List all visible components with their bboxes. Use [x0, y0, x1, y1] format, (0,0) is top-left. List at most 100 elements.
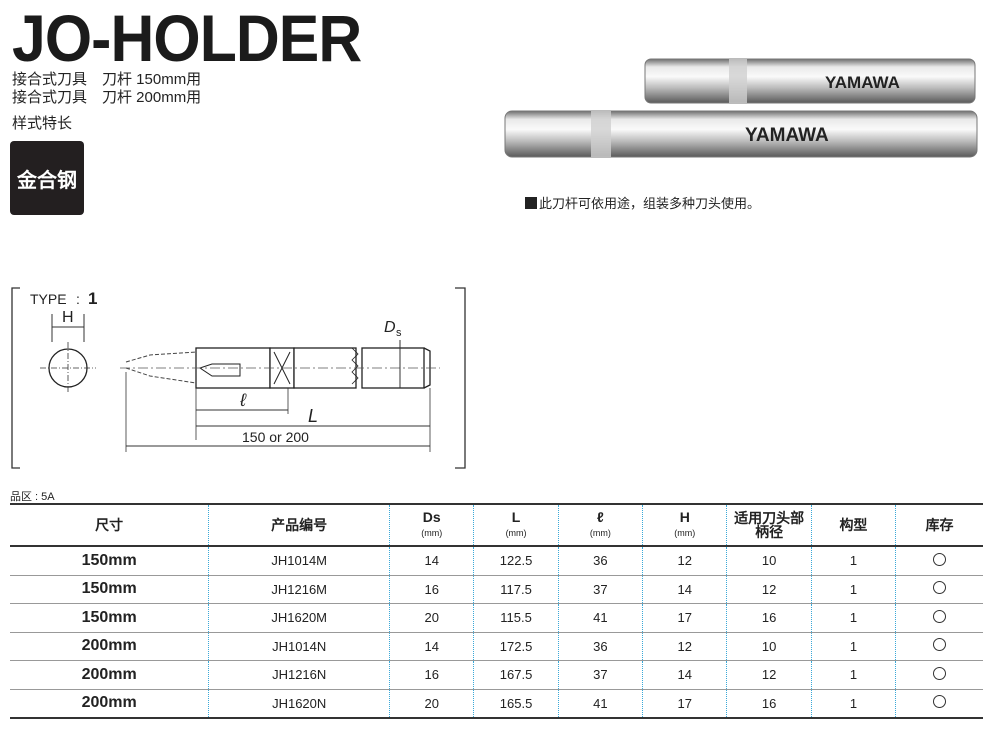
total-length-label: 150 or 200: [242, 429, 309, 445]
cell-shank: 16: [726, 603, 812, 633]
cell-type: 1: [811, 546, 897, 576]
cell-L: 165.5: [473, 689, 559, 719]
cell-L: 167.5: [473, 660, 559, 690]
subtitle-line-3: 样式特长: [12, 115, 73, 132]
cell-l: 41: [558, 603, 644, 633]
cell-L: 172.5: [473, 632, 559, 661]
ds-subscript: s: [396, 327, 402, 339]
cell-type: 1: [811, 603, 897, 633]
cell-code: JH1216N: [208, 660, 391, 690]
product-photo: YAMAWA YAMAWA: [504, 58, 978, 158]
header-stock: 库存: [895, 503, 983, 547]
ds-label: D: [384, 319, 396, 336]
cell-type: 1: [811, 689, 897, 719]
stock-circle-icon: [933, 552, 947, 566]
cell-stock: [895, 546, 983, 576]
stock-circle-icon: [933, 666, 947, 680]
header-shank: 适用刀头部柄径: [726, 503, 812, 547]
cell-stock: [895, 689, 983, 719]
square-bullet-icon: [525, 197, 537, 209]
feature-note: 此刀杆可依用途，组装多种刀头使用。: [525, 193, 760, 212]
holder-rod-200: YAMAWA: [504, 110, 978, 158]
page-title: JO-HOLDER: [12, 1, 362, 75]
cell-type: 1: [811, 575, 897, 604]
cell-H: 12: [642, 546, 728, 576]
cell-shank: 16: [726, 689, 812, 719]
cell-code: JH1014M: [208, 546, 391, 576]
header-code: 产品编号: [208, 503, 391, 547]
cell-stock: [895, 603, 983, 633]
cell-ds: 14: [389, 632, 475, 661]
region-label: 品区 : 5A: [10, 491, 55, 503]
cell-size: 150mm: [10, 603, 210, 633]
stock-circle-icon: [933, 695, 947, 709]
cell-ds: 20: [389, 603, 475, 633]
cell-H: 12: [642, 632, 728, 661]
cell-l: 37: [558, 660, 644, 690]
h-label: H: [62, 309, 74, 326]
holder-outline: [120, 347, 440, 389]
cell-size: 200mm: [10, 689, 210, 719]
header-ds: Ds(mm): [389, 503, 475, 547]
subtitle-line-2: 接合式刀具 刀杆 200mm用: [12, 89, 202, 106]
cell-size: 200mm: [10, 632, 210, 661]
cell-shank: 10: [726, 546, 812, 576]
type-label: TYPE: [30, 291, 67, 307]
cell-type: 1: [811, 632, 897, 661]
cell-l: 41: [558, 689, 644, 719]
cell-ds: 16: [389, 575, 475, 604]
spec-table: 尺寸 产品编号 Ds(mm) L(mm) ℓ(mm) H(mm) 适用刀头部柄径…: [10, 503, 983, 719]
cell-ds: 16: [389, 660, 475, 690]
cell-stock: [895, 660, 983, 690]
brand-text-1: YAMAWA: [825, 73, 900, 92]
header-H: H(mm): [642, 503, 728, 547]
cell-stock: [895, 575, 983, 604]
cell-code: JH1014N: [208, 632, 391, 661]
header-type: 构型: [811, 503, 897, 547]
cell-code: JH1216M: [208, 575, 391, 604]
header-l: ℓ(mm): [558, 503, 644, 547]
cell-code: JH1620M: [208, 603, 391, 633]
cell-L: 115.5: [473, 603, 559, 633]
stock-circle-icon: [933, 581, 947, 595]
cell-size: 200mm: [10, 660, 210, 690]
cell-l: 37: [558, 575, 644, 604]
svg-text::: :: [76, 291, 80, 307]
stock-circle-icon: [933, 638, 947, 652]
cell-shank: 12: [726, 660, 812, 690]
cell-l: 36: [558, 546, 644, 576]
header-L: L(mm): [473, 503, 559, 547]
l-large-label: L: [308, 406, 318, 426]
cell-L: 117.5: [473, 575, 559, 604]
cell-type: 1: [811, 660, 897, 690]
cell-ds: 14: [389, 546, 475, 576]
technical-drawing: TYPE : 1 H D s ℓ L 150 or 200: [11, 287, 466, 469]
brand-text-2: YAMAWA: [745, 125, 829, 146]
holder-rod-150: YAMAWA: [644, 58, 976, 104]
cell-H: 14: [642, 660, 728, 690]
stock-circle-icon: [933, 609, 947, 623]
cell-L: 122.5: [473, 546, 559, 576]
l-small-label: ℓ: [239, 390, 247, 410]
cell-size: 150mm: [10, 575, 210, 604]
material-badge: 金合钢: [10, 141, 84, 215]
cell-H: 14: [642, 575, 728, 604]
cell-size: 150mm: [10, 546, 210, 576]
cell-stock: [895, 632, 983, 661]
header-size: 尺寸: [10, 503, 210, 547]
cell-shank: 10: [726, 632, 812, 661]
cell-ds: 20: [389, 689, 475, 719]
subtitle-line-1: 接合式刀具 刀杆 150mm用: [12, 71, 202, 88]
type-value: 1: [88, 289, 97, 308]
cell-H: 17: [642, 689, 728, 719]
table-header-row: 尺寸 产品编号 Ds(mm) L(mm) ℓ(mm) H(mm) 适用刀头部柄径…: [10, 503, 983, 547]
cell-l: 36: [558, 632, 644, 661]
cell-H: 17: [642, 603, 728, 633]
cell-code: JH1620N: [208, 689, 391, 719]
